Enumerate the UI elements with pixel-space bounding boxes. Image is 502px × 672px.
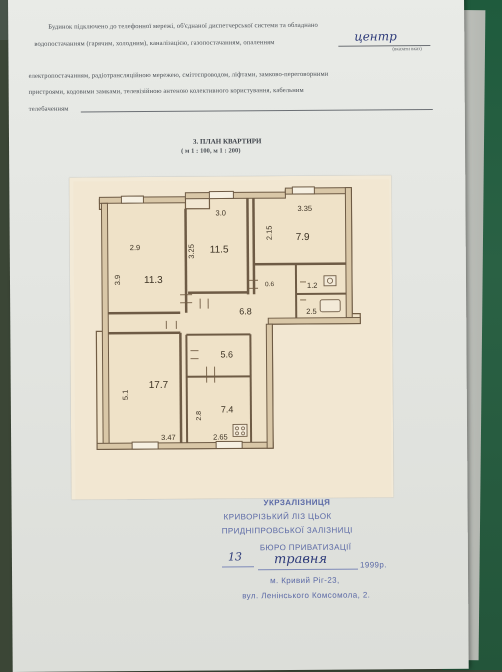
area-r6: 7.4 [221,404,234,414]
stamp-date-month: травня [274,552,327,567]
area-closet: 0.6 [265,281,274,288]
dim-r4-height: 5.1 [121,390,130,401]
stamp-date-day: 13 [228,550,242,563]
stamp-address: вул. Ленінського Комсомола, 2. [242,590,370,600]
area-bathroom: 2.5 [306,307,317,316]
dim-r6-width: 2.65 [213,432,228,441]
area-corridor: 6.8 [239,306,252,316]
area-r3: 7.9 [296,232,310,243]
dim-r3-height: 2.15 [265,226,274,241]
stamp-city: м. Кривий Ріг-23, [270,576,340,585]
stamp-line-2: КРИВОРІЗЬКИЙ ЛІЗ ЦЬОК [224,512,332,522]
stamp-line-3: ПРИДНІПРОВСЬКОЇ ЗАЛІЗНИЦІ [222,526,353,536]
floor-plan-drawing: 2.9 11.3 3.9 3.0 11.5 3.25 3.35 7.9 2.15… [8,0,469,672]
dim-r6-height: 2.8 [196,411,203,421]
dim-r3-width: 3.35 [297,204,312,213]
dim-r2-width: 3.0 [215,208,226,217]
stamp-date-year: 1999р. [360,560,387,569]
stamp-day-line [222,566,254,567]
dim-r2-height: 3.25 [187,244,196,259]
dim-r4-width: 3.47 [161,433,176,442]
stamp-line-1: УКРЗАЛІЗНИЦЯ [264,498,331,507]
dim-r1-height: 3.9 [113,275,122,286]
document-page: Будинок підключено до телефонної мережі,… [8,0,469,672]
area-toilet: 1.2 [307,281,318,290]
dim-r1-width: 2.9 [130,243,141,252]
area-r1: 11.3 [144,275,163,286]
area-r5: 5.6 [220,349,233,359]
area-r4: 17.7 [149,380,169,391]
stamp-line-4: БЮРО ПРИВАТИЗАЦІЇ [260,543,352,553]
area-r2: 11.5 [210,244,229,255]
